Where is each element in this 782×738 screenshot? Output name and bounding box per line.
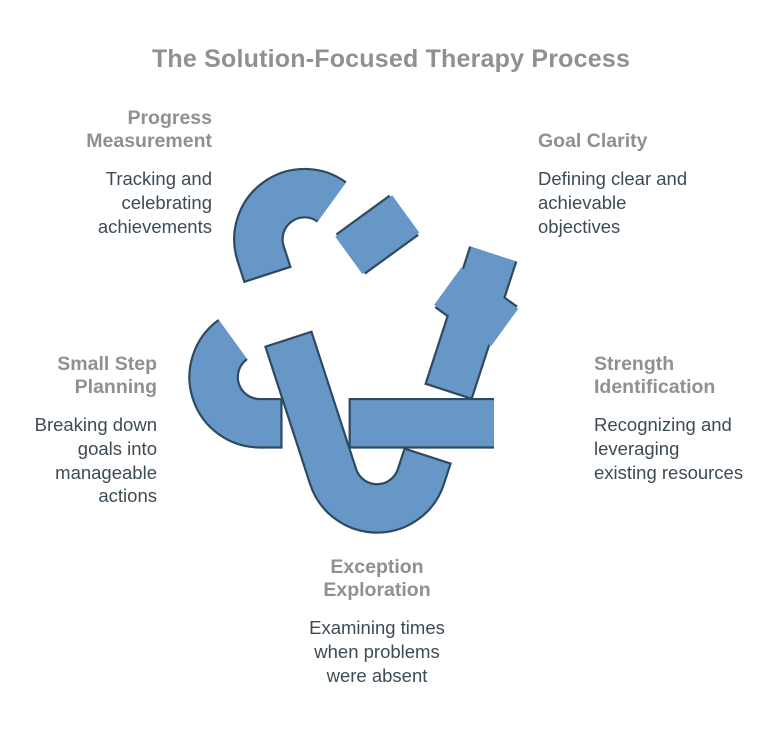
step-description-line: Recognizing and	[594, 414, 732, 435]
step-title-line: Strength	[594, 353, 675, 375]
step-description-line: Examining times	[309, 617, 445, 638]
step-description-line: leveraging	[594, 437, 680, 459]
page-title: The Solution-Focused Therapy Process	[151, 45, 631, 73]
step-description-line: objectives	[538, 215, 621, 237]
step-title-line: Planning	[74, 376, 157, 398]
step-description: Examining times when problems were absen…	[227, 616, 527, 687]
step-description-line: manageable	[55, 461, 157, 483]
step-description-line: Tracking and	[105, 168, 212, 189]
step-description-line: Defining clear and	[538, 168, 688, 189]
step-description-line: were absent	[326, 664, 428, 686]
step-small-step-planning: Small Step Planning Breaking down goals …	[35, 353, 157, 508]
step-description: Tracking and celebrating achievements	[86, 167, 212, 238]
step-title-line: Measurement	[86, 130, 212, 152]
step-description: Breaking down goals into manageable acti…	[35, 413, 157, 508]
step-title-line: Identification	[594, 376, 716, 398]
step-description-line: Breaking down	[34, 414, 157, 435]
step-description-line: goals into	[77, 437, 157, 459]
step-description: Recognizing and leveraging existing reso…	[594, 413, 743, 484]
step-strength-identification: Strength Identification Recognizing and …	[594, 353, 743, 484]
step-description: Defining clear and achievable objectives	[538, 167, 687, 238]
step-description-line: actions	[98, 485, 157, 507]
step-description-line: achievements	[97, 215, 212, 237]
step-exception-exploration: Exception Exploration Examining times wh…	[227, 556, 527, 687]
step-title-line: Exploration	[323, 579, 431, 601]
step-goal-clarity: Goal Clarity Defining clear and achievab…	[538, 130, 687, 238]
step-description-line: existing resources	[594, 461, 744, 483]
step-description-line: celebrating	[121, 191, 212, 213]
step-title-line: Progress	[127, 107, 212, 129]
knot-band-fill	[190, 170, 564, 532]
step-title-line: Goal Clarity	[538, 130, 648, 152]
step-description-line: when problems	[314, 640, 440, 662]
step-title-line: Small Step	[57, 353, 157, 375]
knot-graphic	[188, 167, 566, 534]
step-description-line: achievable	[538, 191, 627, 213]
step-progress-measurement: Progress Measurement Tracking and celebr…	[86, 107, 212, 238]
step-title-line: Exception	[330, 556, 424, 578]
